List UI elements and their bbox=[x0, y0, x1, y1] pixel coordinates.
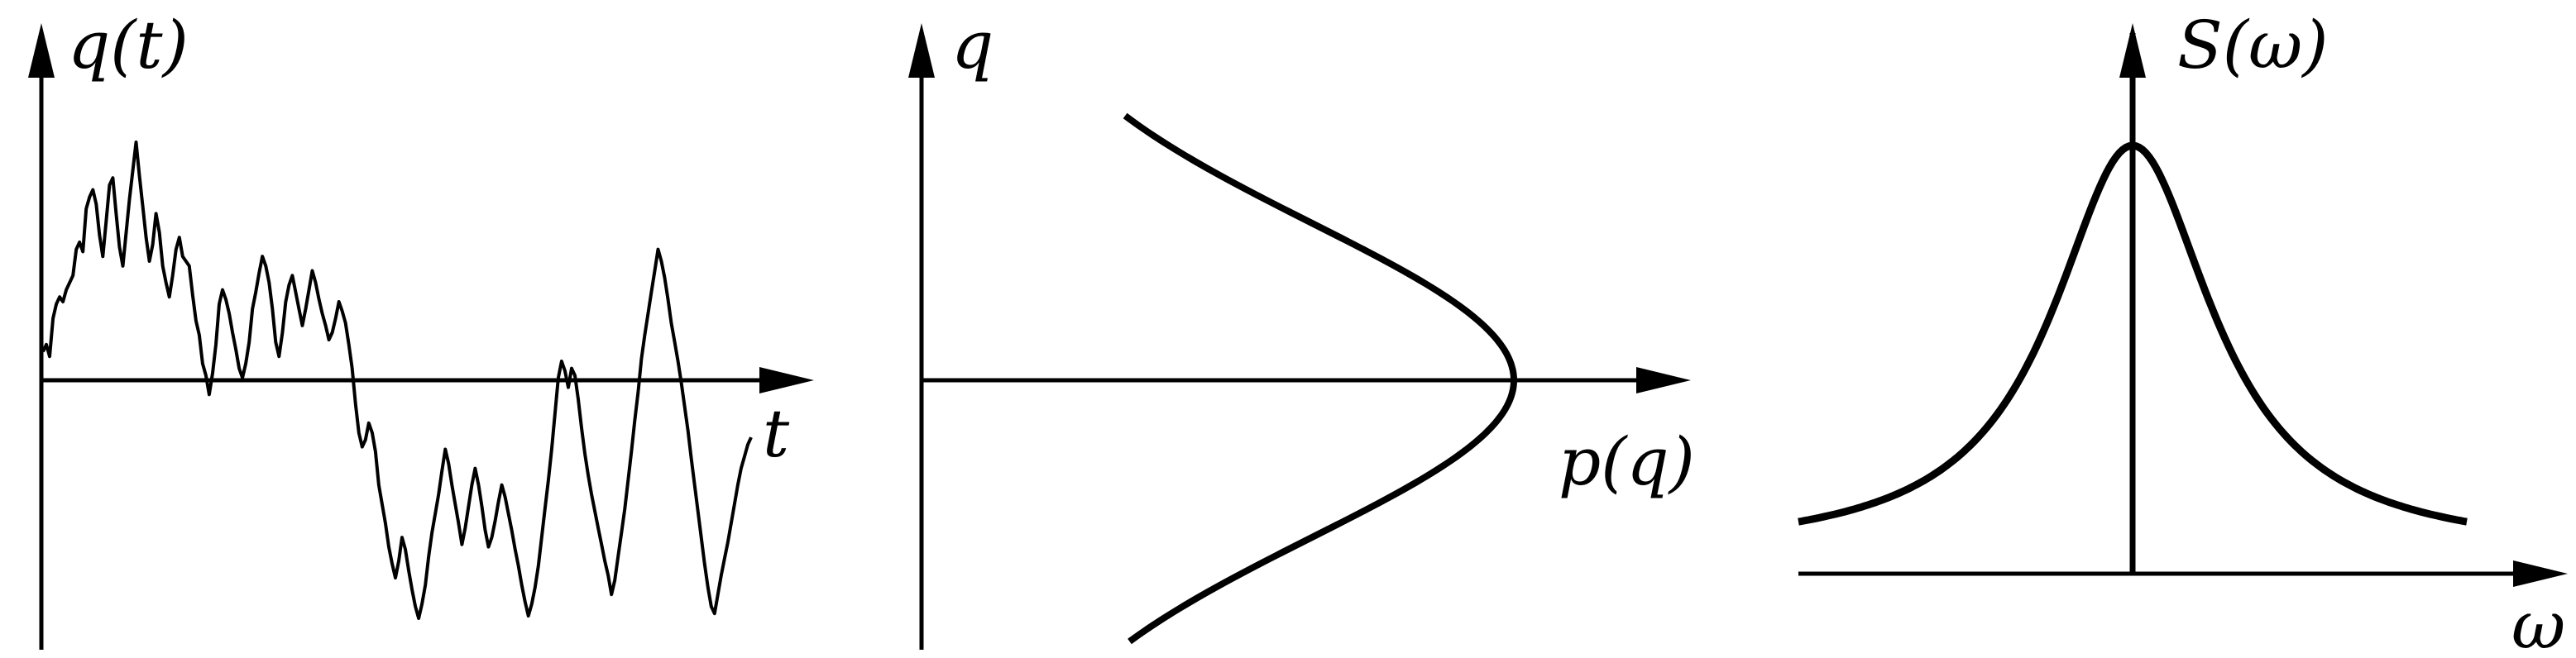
distribution-curve bbox=[1123, 112, 1518, 645]
distribution-panel: q p(q) bbox=[908, 7, 1695, 650]
spectrum-y-arrowhead bbox=[2119, 23, 2146, 78]
distribution-y-arrowhead bbox=[908, 23, 935, 78]
distribution-x-label: p(q) bbox=[1559, 423, 1695, 500]
time-series-x-arrowhead bbox=[759, 367, 814, 393]
time-series-x-label: t bbox=[763, 395, 790, 472]
time-series-panel: q(t) t bbox=[28, 7, 814, 650]
spectrum-panel: S(ω) ω bbox=[1798, 7, 2568, 658]
spectrum-x-label: ω bbox=[2511, 587, 2565, 658]
time-series-line bbox=[41, 141, 753, 620]
time-series-y-arrowhead bbox=[28, 23, 55, 78]
spectrum-y-label: S(ω) bbox=[2177, 7, 2328, 83]
spectrum-x-arrowhead bbox=[2513, 560, 2568, 587]
distribution-x-arrowhead bbox=[1636, 367, 1691, 393]
time-series-y-label: q(t) bbox=[68, 7, 189, 83]
distribution-y-label: q bbox=[951, 7, 994, 83]
spectrum-curve bbox=[1798, 141, 2468, 526]
